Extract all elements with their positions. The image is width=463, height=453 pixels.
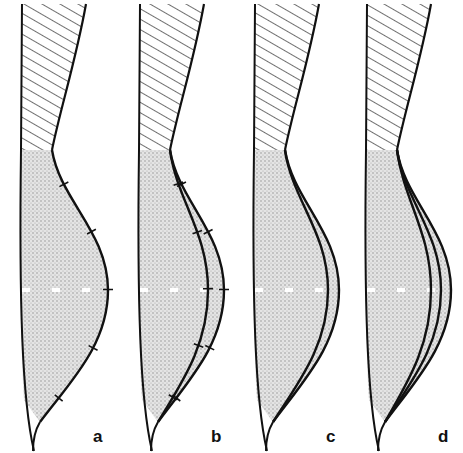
panel-label: a [93, 428, 102, 445]
breast-contour [158, 150, 208, 422]
body-outline [138, 4, 152, 451]
body-outline [253, 4, 267, 451]
tick-mark [205, 345, 214, 349]
tick-mark [103, 289, 113, 291]
tick-mark [87, 229, 96, 234]
nipple-level-mark [255, 288, 335, 292]
chest-wall [21, 4, 86, 150]
tick-mark [59, 182, 68, 187]
chest-wall-line [170, 4, 204, 150]
tick-mark [204, 229, 213, 234]
nipple-level-mark [22, 288, 104, 292]
chest-wall [366, 4, 431, 150]
tick-mark [55, 395, 63, 401]
chest-wall [254, 4, 319, 150]
breast-contour [385, 150, 431, 422]
tick-mark [172, 395, 180, 401]
profile-panel [138, 4, 229, 451]
chest-wall-line [397, 4, 431, 150]
breast-tissue [365, 150, 451, 422]
tick-mark [193, 230, 202, 233]
breast-tissue [138, 150, 224, 422]
breast-contour [40, 150, 108, 422]
breast-contour [385, 150, 451, 422]
panel-label: c [326, 428, 335, 445]
skin-line [378, 422, 385, 451]
breast-contour [273, 150, 339, 422]
breast-contour [158, 150, 224, 422]
skin-line [33, 422, 40, 451]
profile-panel [365, 4, 451, 451]
tick-mark [89, 346, 98, 351]
skin-line [266, 422, 273, 451]
tick-mark [219, 289, 229, 291]
chest-wall [139, 4, 204, 150]
tick-mark [203, 288, 213, 290]
breast-tissue [20, 150, 108, 422]
body-outline [20, 4, 34, 451]
nipple-level-mark [367, 288, 447, 292]
skin-line [151, 422, 158, 451]
body-outline [365, 4, 379, 451]
tick-mark [194, 344, 203, 347]
panel-label: b [211, 428, 221, 445]
tick-mark [177, 182, 186, 186]
breast-tissue [253, 150, 339, 422]
chest-wall-line [285, 4, 319, 150]
profile-panel [253, 4, 339, 451]
profile-panel [20, 4, 113, 451]
chest-wall-line [52, 4, 86, 150]
panel-label: d [438, 428, 448, 445]
